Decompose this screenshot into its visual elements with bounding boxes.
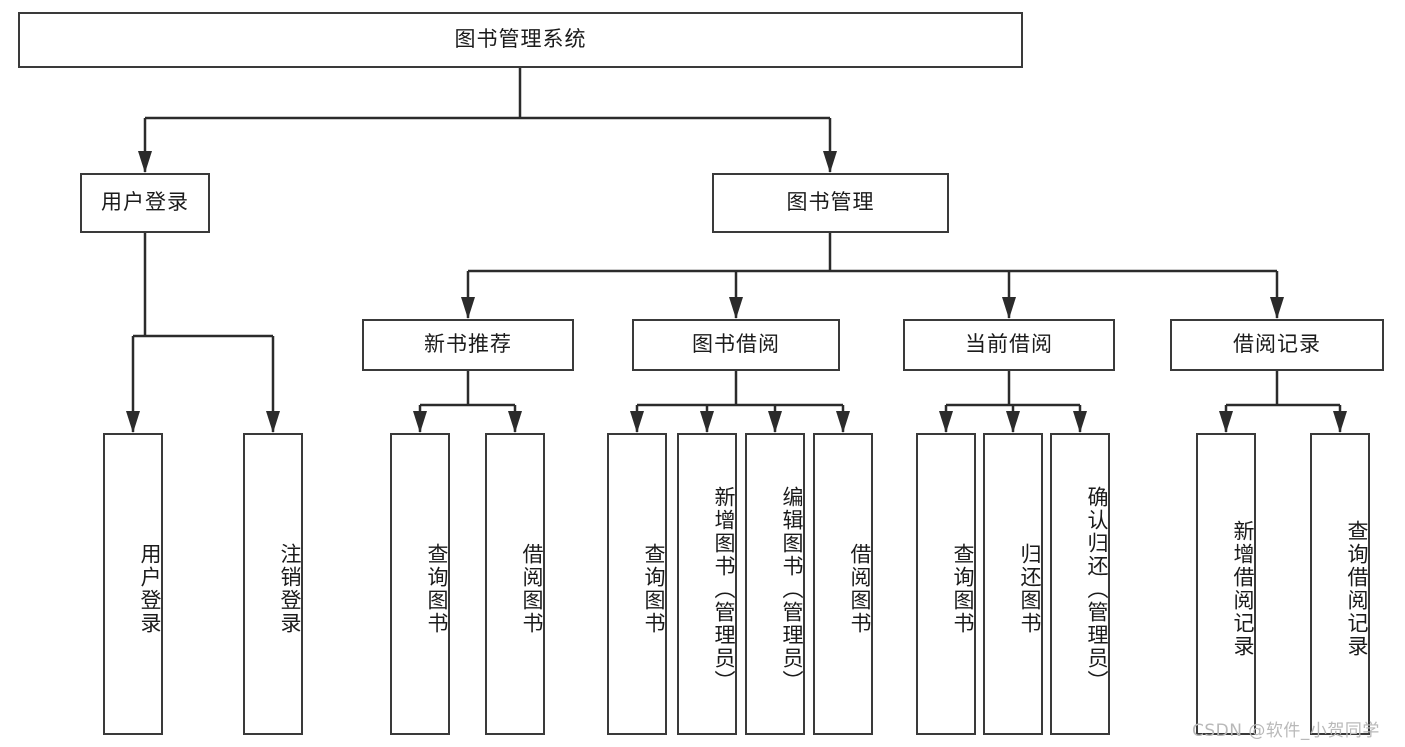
node-leaf-return-book[interactable]: 归还图书 bbox=[983, 433, 1043, 735]
node-leaf-add-record[interactable]: 新增借阅记录 bbox=[1196, 433, 1256, 735]
node-label: 查询图书 bbox=[951, 543, 975, 635]
arrow-head bbox=[1006, 411, 1020, 433]
node-label: 借阅记录 bbox=[1233, 332, 1321, 357]
node-leaf-logout[interactable]: 注销登录 bbox=[243, 433, 303, 735]
node-new-book-rec[interactable]: 新书推荐 bbox=[362, 319, 574, 371]
node-leaf-query-book-2[interactable]: 查询图书 bbox=[607, 433, 667, 735]
arrow-head bbox=[729, 297, 743, 319]
node-current-borrow[interactable]: 当前借阅 bbox=[903, 319, 1115, 371]
node-label: 查询图书 bbox=[642, 543, 666, 635]
arrow-head bbox=[1270, 297, 1284, 319]
node-label: 借阅图书 bbox=[520, 543, 544, 635]
arrow-head bbox=[508, 411, 522, 433]
node-leaf-edit-book[interactable]: 编辑图书（管理员） bbox=[745, 433, 805, 735]
arrow-head bbox=[413, 411, 427, 433]
node-label: 用户登录 bbox=[101, 190, 189, 215]
arrow-head bbox=[700, 411, 714, 433]
node-leaf-query-book-1[interactable]: 查询图书 bbox=[390, 433, 450, 735]
node-leaf-query-book-3[interactable]: 查询图书 bbox=[916, 433, 976, 735]
node-label: 图书管理系统 bbox=[454, 27, 587, 52]
watermark-text: CSDN @软件_小贺同学 bbox=[1192, 721, 1380, 741]
node-user-login[interactable]: 用户登录 bbox=[80, 173, 210, 233]
node-book-manage[interactable]: 图书管理 bbox=[712, 173, 949, 233]
node-label: 图书管理 bbox=[786, 190, 875, 215]
node-label: 新增借阅记录 bbox=[1231, 520, 1255, 658]
node-label: 借阅图书 bbox=[848, 543, 872, 635]
node-leaf-query-record[interactable]: 查询借阅记录 bbox=[1310, 433, 1370, 735]
node-leaf-borrow-book-1[interactable]: 借阅图书 bbox=[485, 433, 545, 735]
arrow-head bbox=[126, 411, 140, 433]
arrow-head bbox=[768, 411, 782, 433]
arrow-head bbox=[836, 411, 850, 433]
arrow-head bbox=[1073, 411, 1087, 433]
arrow-head bbox=[138, 151, 152, 173]
arrow-head bbox=[630, 411, 644, 433]
node-label: 图书借阅 bbox=[692, 332, 780, 357]
node-label: 查询图书 bbox=[425, 543, 449, 635]
arrow-head bbox=[266, 411, 280, 433]
arrow-head bbox=[1002, 297, 1016, 319]
node-label: 确认归还（管理员） bbox=[1085, 485, 1109, 693]
node-label: 查询借阅记录 bbox=[1345, 520, 1369, 658]
arrow-head bbox=[823, 151, 837, 173]
node-book-borrow[interactable]: 图书借阅 bbox=[632, 319, 840, 371]
node-leaf-borrow-book-2[interactable]: 借阅图书 bbox=[813, 433, 873, 735]
node-label: 用户登录 bbox=[138, 543, 162, 635]
node-leaf-add-book[interactable]: 新增图书（管理员） bbox=[677, 433, 737, 735]
node-label: 归还图书 bbox=[1018, 543, 1042, 635]
arrow-head bbox=[939, 411, 953, 433]
arrow-head bbox=[1219, 411, 1233, 433]
node-leaf-confirm-return[interactable]: 确认归还（管理员） bbox=[1050, 433, 1110, 735]
arrow-head bbox=[1333, 411, 1347, 433]
node-leaf-user-login[interactable]: 用户登录 bbox=[103, 433, 163, 735]
node-label: 当前借阅 bbox=[965, 332, 1053, 357]
node-label: 注销登录 bbox=[278, 543, 302, 635]
node-borrow-record[interactable]: 借阅记录 bbox=[1170, 319, 1384, 371]
node-label: 新增图书（管理员） bbox=[712, 485, 736, 693]
node-label: 编辑图书（管理员） bbox=[780, 485, 804, 693]
node-label: 新书推荐 bbox=[424, 332, 512, 357]
arrow-head bbox=[461, 297, 475, 319]
node-root[interactable]: 图书管理系统 bbox=[18, 12, 1023, 68]
